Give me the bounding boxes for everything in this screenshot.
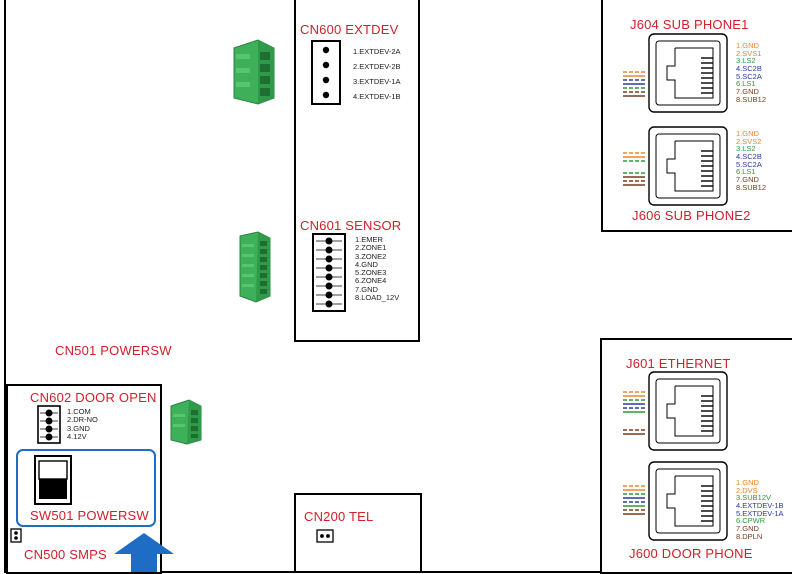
j600-pin: 1.GND [736,478,759,487]
cn601-title: CN601 SENSOR [300,218,402,233]
cn200-block [294,493,422,573]
cn601-pin: 1.EMER [355,235,383,244]
cn600-pin-list: 1.EXTDEV-2A 2.EXTDEV-2B 3.EXTDEV-1A 4.EX… [353,44,401,104]
cn601-pin: 3.ZONE2 [355,251,387,261]
j606-pin: 1.GND [736,129,759,138]
cn602-terminal-block-icon [170,399,202,445]
cn600-header-icon [311,40,341,105]
j604-title: J604 SUB PHONE1 [630,17,749,32]
cn602-title: CN602 DOOR OPEN [30,390,157,405]
j600-rj45-jack-icon [623,461,728,541]
cn602-pin: 1.COM [67,407,91,416]
j606-pin: 5.SC2A [736,159,762,169]
j600-pin: 7.GND [736,524,759,534]
cn602-pin: 3.GND [67,423,90,433]
j606-pin: 7.GND [736,175,759,185]
j606-pin: 3.LS2 [736,144,756,154]
cn501-title: CN501 POWERSW [55,343,172,358]
cn600-pin: 2.EXTDEV-2B [353,62,401,71]
j600-pin-list: 1.GND 2.DVS 3.SUB12V 4.EXTDEV-1B 5.EXTDE… [736,479,784,541]
j604-pin: 3.LS2 [736,56,756,66]
cn601-pin-list: 1.EMER 2.ZONE1 3.ZONE2 4.GND 5.ZONE3 6.Z… [355,235,400,303]
cn600-pin: 3.EXTDEV-1A [353,77,401,86]
j600-pin: 6.CPWR [736,516,766,526]
j606-rj45-jack-icon [623,126,728,206]
cn600-title: CN600 EXTDEV [300,22,399,37]
j604-pin: 4.SC2B [736,64,762,74]
cn602-pin: 4.12V [67,431,87,441]
j600-title: J600 DOOR PHONE [629,546,753,561]
j604-rj45-jack-icon [623,33,728,113]
cn601-pin: 2.ZONE1 [355,243,387,253]
j604-pin: 8.SUB12 [736,94,767,104]
cn602-header-icon [37,405,61,444]
j606-title: J606 SUB PHONE2 [632,208,751,223]
cn200-title: CN200 TEL [304,509,374,524]
j606-pin: 8.SUB12 [736,182,767,192]
cn500-connector-icon [10,528,22,543]
j604-pin: 1.GND [736,41,759,50]
sw501-switch-icon[interactable] [34,455,72,505]
sw501-highlight[interactable] [16,449,156,527]
cn602-pin-list: 1.COM 2.DR-NO 3.GND 4.12V [67,407,98,441]
j604-pin: 2.SVS1 [736,48,762,58]
j606-pin: 2.SVS2 [736,136,762,146]
j606-pin: 4.SC2B [736,152,762,162]
j604-pin: 6.LS1 [736,79,756,89]
j601-title: J601 ETHERNET [626,356,731,371]
j606-pin-list: 1.GND 2.SVS2 3.LS2 4.SC2B 5.SC2A 6.LS1 7… [736,130,766,192]
j600-pin: 8.DPLN [736,531,763,541]
cn601-pin: 5.ZONE3 [355,268,387,278]
cn601-pin: 6.ZONE4 [355,276,387,286]
cn600-pin: 4.EXTDEV-1B [353,92,401,101]
cn602-pin: 2.DR-NO [67,415,98,425]
cn500-label: CN500 SMPS [24,547,107,562]
cn601-pin: 8.LOAD_12V [355,293,400,303]
cn601-header-icon [312,233,346,312]
j606-pin: 6.LS1 [736,167,756,177]
cn200-connector-icon [316,529,334,543]
j601-rj45-jack-icon [623,371,728,451]
j604-pin: 5.SC2A [736,71,762,81]
j604-pin-list: 1.GND 2.SVS1 3.LS2 4.SC2B 5.SC2A 6.LS1 7… [736,42,766,104]
j600-pin: 5.EXTDEV-1A [736,508,784,518]
j604-pin: 7.GND [736,87,759,97]
cn601-pin: 4.GND [355,259,378,269]
arrow-up-icon [114,533,174,572]
cn600-terminal-block-icon [233,39,275,105]
cn601-terminal-block-icon [239,231,271,303]
sw501-label: SW501 POWERSW [30,508,149,523]
j600-pin: 4.EXTDEV-1B [736,501,784,511]
j600-pin: 2.DVS [736,485,758,495]
cn601-pin: 7.GND [355,284,378,294]
j600-pin: 3.SUB12V [736,493,772,503]
cn600-pin: 1.EXTDEV-2A [353,47,401,56]
